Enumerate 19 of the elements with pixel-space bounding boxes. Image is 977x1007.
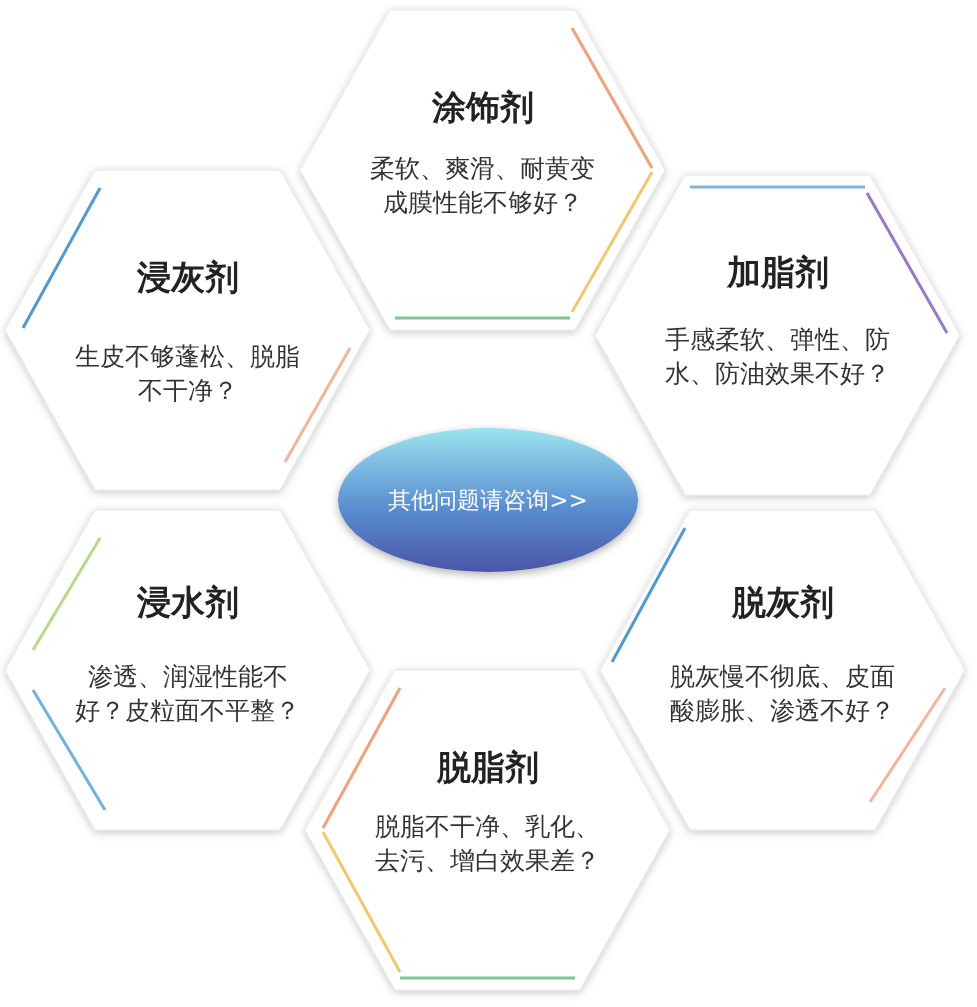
hexagon-heading: 脱灰剂 <box>730 581 835 624</box>
hexagon-card <box>5 510 370 830</box>
hexagon-description: 生皮不够蓬松、脱脂不干净？ <box>74 341 301 407</box>
hexagon-description: 脱脂不干净、乳化、去污、增白效果差？ <box>374 811 601 877</box>
hexagon-heading: 涂饰剂 <box>430 86 535 129</box>
hexagon-card <box>305 670 670 990</box>
hexagon-description: 渗透、润湿性能不好？皮粒面不平整？ <box>74 661 301 727</box>
hexagon-heading: 脱脂剂 <box>435 746 540 789</box>
hexagon-card <box>600 510 965 830</box>
hexagon-card <box>595 175 960 495</box>
hexagon-heading: 浸水剂 <box>135 581 240 624</box>
hexagon-card <box>5 170 370 490</box>
hexagon-description: 手感柔软、弹性、防水、防油效果不好？ <box>664 324 891 390</box>
hexagon-card <box>300 10 665 330</box>
consult-button: 其他问题请咨询>> <box>338 428 638 572</box>
hexagon-heading: 浸灰剂 <box>135 256 240 299</box>
hexagon-heading: 加脂剂 <box>725 251 830 294</box>
hexagon-description: 脱灰慢不彻底、皮面酸膨胀、渗透不好？ <box>669 661 896 727</box>
hexagon-description: 柔软、爽滑、耐黄变成膜性能不够好？ <box>369 153 596 219</box>
